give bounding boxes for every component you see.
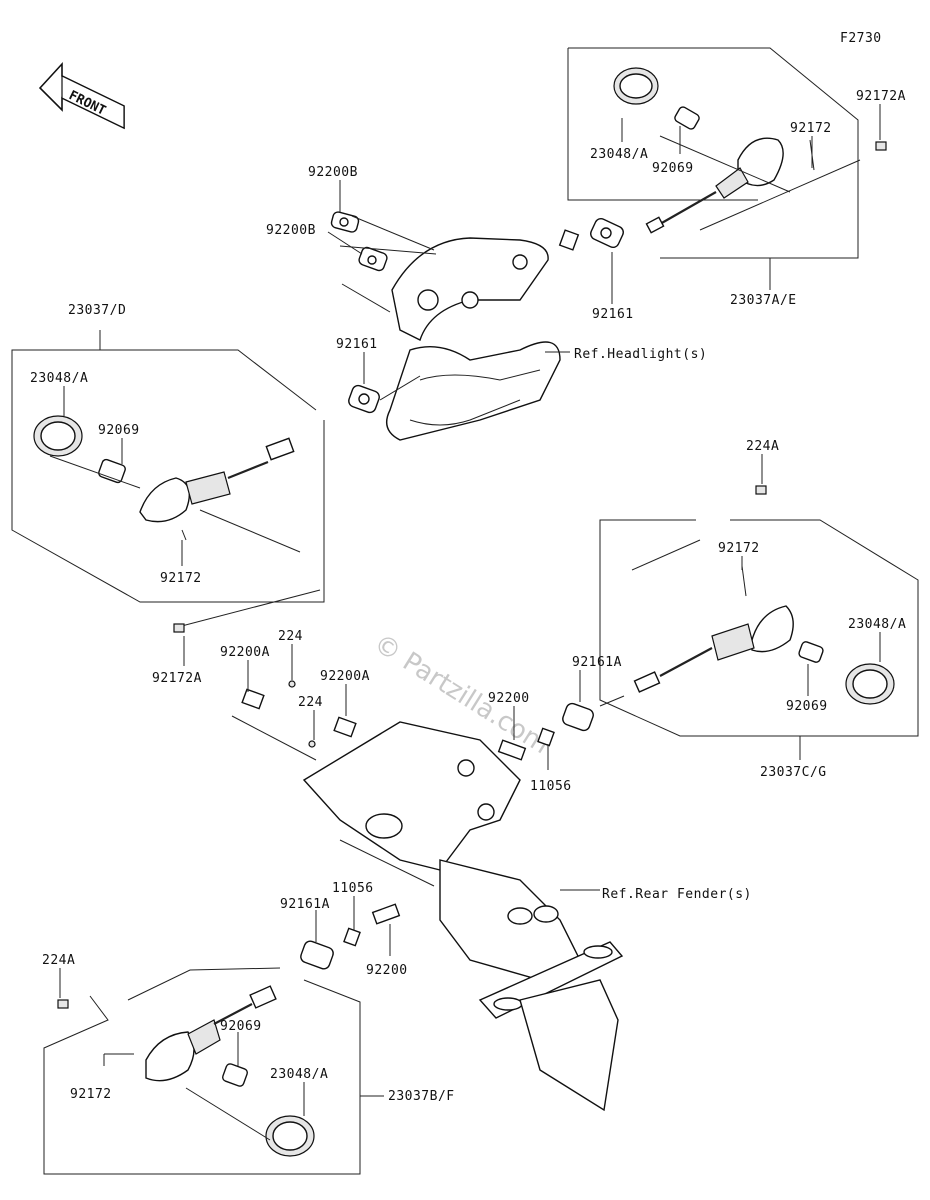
label-92172-tr: 92172: [790, 121, 832, 136]
label-23048A-bottom: 23048/A: [270, 1067, 328, 1082]
label-92069-tr: 92069: [652, 161, 694, 176]
label-11056-center: 11056: [530, 779, 572, 794]
turn-signal-front-left: [33, 415, 321, 633]
grommet-92161-tr: [590, 217, 624, 249]
headlight-bracket: [386, 229, 580, 441]
label-92172-left: 92172: [160, 571, 202, 586]
label-23037D: 23037/D: [68, 303, 126, 318]
label-ref-headlight: Ref.Headlight(s): [574, 347, 707, 362]
turn-signal-rear-left: [57, 940, 334, 1157]
label-92069-right: 92069: [786, 699, 828, 714]
label-ref-rear-fender: Ref.Rear Fender(s): [602, 887, 752, 902]
label-11056-bottom: 11056: [332, 881, 374, 896]
label-224A-bottom: 224A: [42, 953, 75, 968]
figure-code: F2730: [840, 31, 882, 46]
label-23037AE: 23037A/E: [730, 293, 797, 308]
grommet-92161-c: [348, 384, 380, 414]
label-224A-right: 224A: [746, 439, 779, 454]
group-23037CG: [599, 519, 919, 760]
group-23037D: [11, 330, 325, 603]
label-23048A-left: 23048/A: [30, 371, 88, 386]
label-23048A-tr: 23048/A: [590, 147, 648, 162]
label-92200-center: 92200: [488, 691, 530, 706]
group-23037AE: [567, 47, 859, 290]
grommet-92200B-mid: [358, 246, 388, 272]
label-224-2: 224: [298, 695, 323, 710]
label-92172A-left: 92172A: [152, 671, 202, 686]
label-92069-left: 92069: [98, 423, 140, 438]
rear-fender-frame: [231, 680, 624, 1112]
turn-signal-rear-right: [562, 485, 895, 732]
label-92200A-2: 92200A: [320, 669, 370, 684]
group-23037BF: [43, 967, 384, 1175]
label-92172-right: 92172: [718, 541, 760, 556]
label-92200B-mid: 92200B: [266, 223, 316, 238]
label-92200-bottom: 92200: [366, 963, 408, 978]
label-224-1: 224: [278, 629, 303, 644]
label-92172A-tr: 92172A: [856, 89, 906, 104]
label-92161-center: 92161: [336, 337, 378, 352]
label-23037CG: 23037C/G: [760, 765, 827, 780]
label-23037BF: 23037B/F: [388, 1089, 455, 1104]
label-92161-tr: 92161: [592, 307, 634, 322]
label-92069-bottom: 92069: [220, 1019, 262, 1034]
label-23048A-right: 23048/A: [848, 617, 906, 632]
label-92161A-bottom: 92161A: [280, 897, 330, 912]
label-92200A-1: 92200A: [220, 645, 270, 660]
label-92172-bottom: 92172: [70, 1087, 112, 1102]
label-92200B-top: 92200B: [308, 165, 358, 180]
label-92161A-right: 92161A: [572, 655, 622, 670]
grommet-92200B-top: [330, 211, 360, 233]
turn-signal-front-right: [613, 67, 887, 234]
front-arrow-icon: FRONT: [38, 61, 125, 130]
